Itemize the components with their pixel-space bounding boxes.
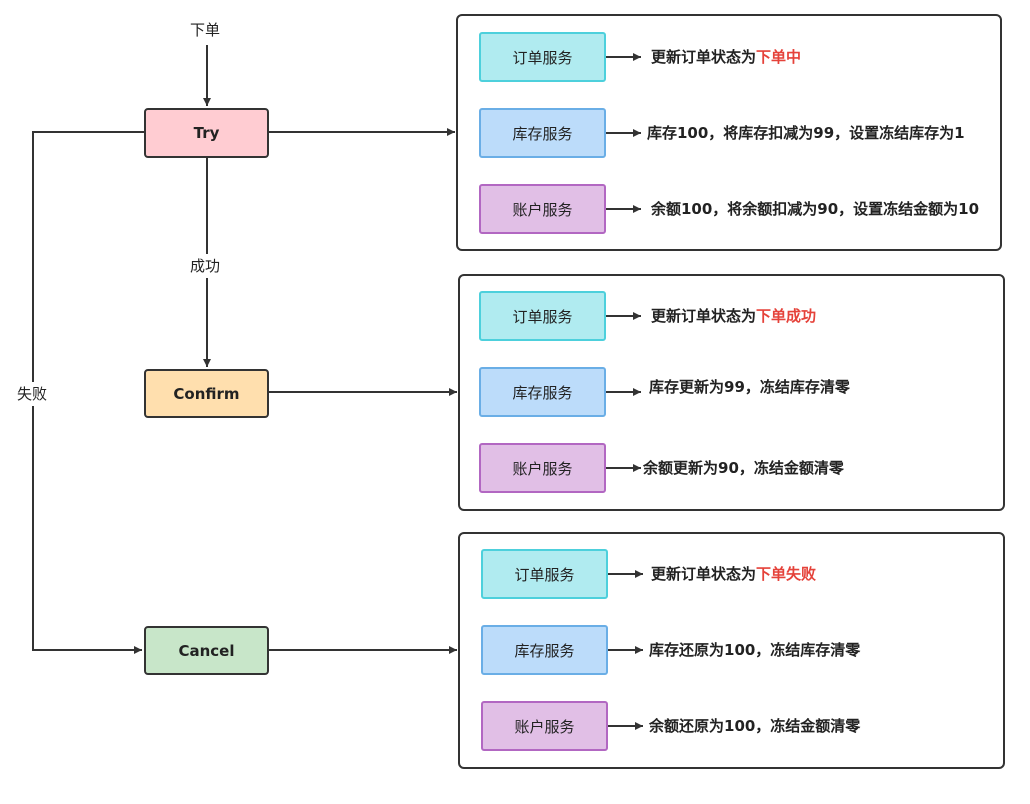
cancel-order-status: 下单失败 [756,565,817,583]
cancel-order-service: 订单服务 [481,549,608,599]
confirm-order-desc: 更新订单状态为下单成功 [651,306,816,326]
cancel-services-group [458,532,1005,769]
try-stock-desc: 库存100，将库存扣减为99，设置冻结库存为1 [647,124,965,142]
cancel-order-desc: 更新订单状态为下单失败 [651,564,816,584]
try-node: Try [144,108,269,158]
try-services-group [456,14,1002,251]
cancel-account-desc: 余额还原为100，冻结金额清零 [649,717,861,735]
confirm-stock-desc: 库存更新为99，冻结库存清零 [649,378,850,396]
try-order-desc-text: 更新订单状态为 [651,48,757,66]
cancel-stock-desc: 库存还原为100，冻结库存清零 [649,641,861,659]
confirm-node: Confirm [144,369,269,418]
cancel-stock-service: 库存服务 [481,625,608,675]
cancel-account-service: 账户服务 [481,701,608,751]
try-stock-service: 库存服务 [479,108,606,158]
confirm-account-service: 账户服务 [479,443,606,493]
confirm-order-desc-text: 更新订单状态为 [651,307,757,325]
try-account-service: 账户服务 [479,184,606,234]
confirm-order-service: 订单服务 [479,291,606,341]
try-order-service: 订单服务 [479,32,606,82]
failure-arrow [32,131,144,654]
start-label: 下单 [190,20,221,40]
failure-label: 失败 [17,382,48,406]
try-order-status: 下单中 [756,48,802,66]
confirm-services-group [458,274,1005,511]
try-order-desc: 更新订单状态为下单中 [651,47,801,67]
confirm-stock-service: 库存服务 [479,367,606,417]
confirm-account-desc: 余额更新为90，冻结金额清零 [643,459,844,477]
cancel-order-desc-text: 更新订单状态为 [651,565,757,583]
cancel-node: Cancel [144,626,269,675]
success-label: 成功 [190,254,221,278]
confirm-order-status: 下单成功 [756,307,817,325]
try-account-desc: 余额100，将余额扣减为90，设置冻结金额为10 [651,200,980,218]
